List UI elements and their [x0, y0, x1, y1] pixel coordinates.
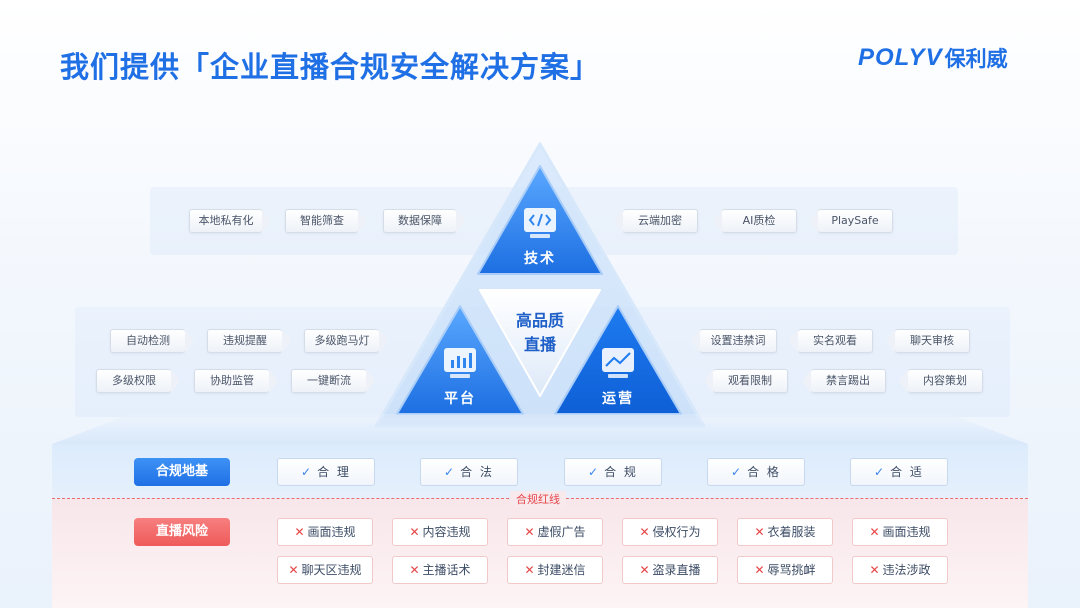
ops-tag-real-name: 实名观看 — [789, 329, 873, 353]
risk-item-label: 画面违规 — [882, 525, 931, 539]
check-icon: ✓ — [874, 465, 887, 479]
ops-tag-chat-review: 聊天审核 — [886, 329, 970, 353]
platform-tag-violation-alert: 违规提醒 — [207, 329, 291, 353]
platform-tag-auto-detect: 自动检测 — [110, 329, 194, 353]
tech-tag-ai-qc: AI质检 — [713, 209, 797, 233]
compliance-redline-label: 合规红线 — [510, 491, 566, 507]
ops-tag-mute-kick: 禁言踢出 — [802, 369, 886, 393]
tech-tag-data-security: 数据保障 — [383, 209, 465, 233]
risk-item: ✕虚假广告 — [507, 518, 603, 546]
foundation-top-surface — [52, 414, 1028, 444]
risk-item: ✕侵权行为 — [622, 518, 718, 546]
ops-tag-content-planning: 内容策划 — [899, 369, 983, 393]
risk-item-label: 封建迷信 — [537, 563, 586, 577]
risk-item-label: 主播话术 — [422, 563, 471, 577]
risk-item: ✕违法涉政 — [852, 556, 948, 584]
pyramid-graphic — [374, 142, 706, 428]
foundation-item-label: 合 适 — [890, 465, 924, 479]
risk-item-label: 盗录直播 — [652, 563, 701, 577]
foundation-item-label: 合 法 — [460, 465, 494, 479]
line-chart-icon — [602, 348, 634, 378]
tech-tag-local-private: 本地私有化 — [189, 209, 271, 233]
cross-icon: ✕ — [409, 525, 420, 539]
tech-tag-playsafe: PlaySafe — [809, 209, 893, 233]
risk-item-label: 虚假广告 — [537, 525, 586, 539]
foundation-item-legal: ✓合 法 — [420, 458, 518, 486]
risk-item: ✕画面违规 — [277, 518, 373, 546]
risk-item-label: 内容违规 — [422, 525, 471, 539]
foundation-item-label: 合 规 — [604, 465, 638, 479]
foundation-label: 合规地基 — [134, 458, 230, 486]
check-icon: ✓ — [301, 465, 314, 479]
platform-label: 平台 — [444, 391, 476, 407]
risk-item-label: 画面违规 — [307, 525, 356, 539]
risk-label: 直播风险 — [134, 518, 230, 546]
foundation-item-qualified: ✓合 格 — [707, 458, 805, 486]
risk-band — [52, 499, 1028, 608]
risk-item: ✕主播话术 — [392, 556, 488, 584]
foundation-item-label: 合 理 — [317, 465, 351, 479]
cross-icon: ✕ — [524, 525, 535, 539]
risk-item: ✕封建迷信 — [507, 556, 603, 584]
cross-icon: ✕ — [754, 525, 765, 539]
center-label: 高品质 直播 — [502, 309, 578, 357]
tech-tag-smart-screening: 智能筛查 — [285, 209, 367, 233]
ops-tag-view-limit: 观看限制 — [704, 369, 788, 393]
platform-tag-marquee: 多级跑马灯 — [304, 329, 388, 353]
platform-tag-permissions: 多级权限 — [96, 369, 180, 393]
risk-item: ✕内容违规 — [392, 518, 488, 546]
page-title: 我们提供「企业直播合规安全解决方案」 — [60, 50, 601, 84]
cross-icon: ✕ — [294, 525, 305, 539]
cross-icon: ✕ — [524, 563, 535, 577]
tech-tag-cloud-encryption: 云端加密 — [614, 209, 698, 233]
risk-item-label: 侵权行为 — [652, 525, 701, 539]
logo-text-cn: 保利威 — [944, 47, 1008, 71]
risk-item: ✕画面违规 — [852, 518, 948, 546]
cross-icon: ✕ — [639, 563, 650, 577]
cross-icon: ✕ — [754, 563, 765, 577]
brand-logo: POLYV 保利威 — [858, 44, 1008, 72]
cross-icon: ✕ — [639, 525, 650, 539]
ops-tag-banned-words: 设置违禁词 — [691, 329, 777, 353]
foundation-item-compliant: ✓合 规 — [564, 458, 662, 486]
risk-item-label: 聊天区违规 — [301, 563, 362, 577]
center-triangle — [479, 289, 601, 397]
check-icon: ✓ — [731, 465, 744, 479]
platform-tag-assist-supervise: 协助监管 — [194, 369, 278, 393]
ops-label: 运营 — [602, 391, 634, 407]
cross-icon: ✕ — [869, 525, 880, 539]
bar-chart-icon — [444, 348, 476, 378]
cross-icon: ✕ — [288, 563, 299, 577]
check-icon: ✓ — [444, 465, 457, 479]
risk-item-label: 违法涉政 — [882, 563, 931, 577]
code-icon — [524, 208, 556, 238]
risk-item: ✕聊天区违规 — [277, 556, 373, 584]
platform-tag-cut-stream: 一键断流 — [291, 369, 375, 393]
foundation-item-reasonable: ✓合 理 — [277, 458, 375, 486]
cross-icon: ✕ — [869, 563, 880, 577]
center-label-line1: 高品质 — [515, 311, 564, 330]
risk-item: ✕盗录直播 — [622, 556, 718, 584]
foundation-item-appropriate: ✓合 适 — [850, 458, 948, 486]
check-icon: ✓ — [588, 465, 601, 479]
logo-text-en: POLYV — [858, 44, 943, 71]
foundation-item-label: 合 格 — [747, 465, 781, 479]
risk-item-label: 辱骂挑衅 — [767, 563, 816, 577]
center-label-line2: 直播 — [523, 335, 556, 354]
risk-item: ✕辱骂挑衅 — [737, 556, 833, 584]
risk-item-label: 衣着服装 — [767, 525, 816, 539]
tech-label: 技术 — [524, 251, 556, 267]
risk-item: ✕衣着服装 — [737, 518, 833, 546]
cross-icon: ✕ — [409, 563, 420, 577]
